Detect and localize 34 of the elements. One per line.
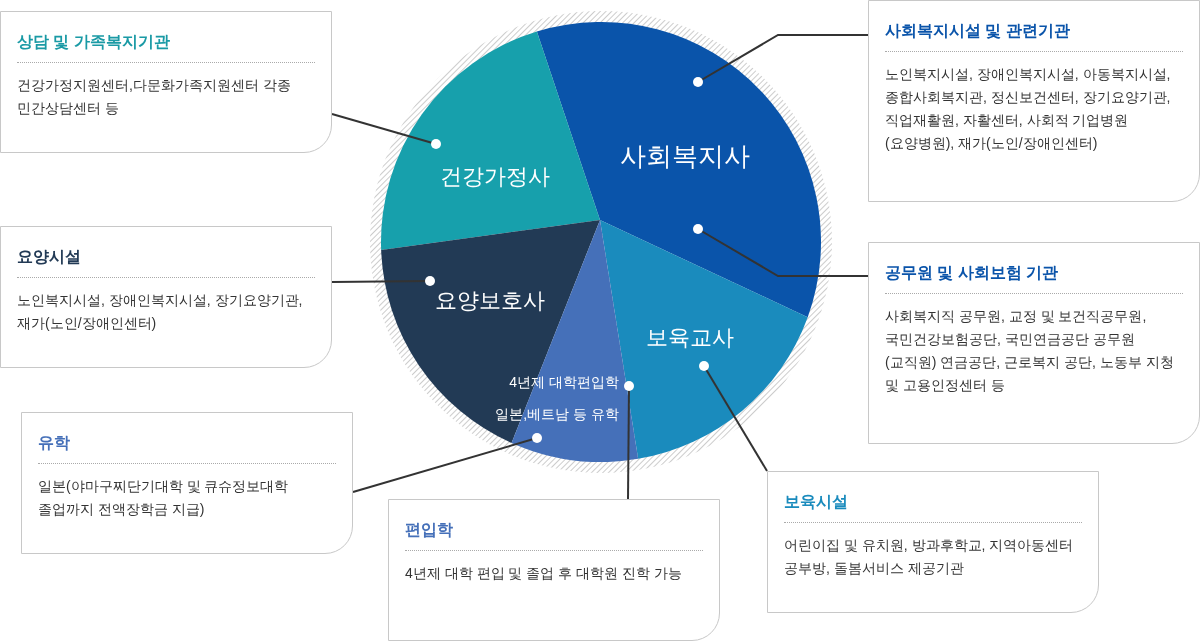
- leader-line: [693, 34, 869, 87]
- card-title: 사회복지시설 및 관련기관: [885, 21, 1070, 41]
- card-text: 노인복지시설, 장애인복지시설, 장기요양기관, 재가(노인/장애인센터): [17, 291, 304, 333]
- card-text: 어린이집 및 유치원, 방과후학교, 지역아동센터 공부방, 돌봄서비스 제공기관: [784, 536, 1075, 578]
- leader-line: [699, 361, 768, 472]
- card-title: 편입학: [405, 520, 453, 540]
- slice-label: 건강가정사: [440, 163, 550, 191]
- leader-line: [331, 276, 435, 286]
- card-title: 보육시설: [784, 492, 848, 512]
- slice-label: 요양보호사: [435, 287, 545, 315]
- leader-line: [331, 113, 441, 149]
- card-text: 건강가정지원센터,다문화가족지원센터 각종 민간상담센터 등: [17, 76, 292, 118]
- info-card: [0, 11, 332, 153]
- info-card: [388, 499, 720, 641]
- card-title: 요양시설: [17, 247, 81, 267]
- slice-label: 보육교사: [646, 324, 734, 352]
- slice-label: 일본,베트남 등 유학: [495, 405, 619, 423]
- card-text: 일본(야마구찌단기대학 및 큐슈정보대학 졸업까지 전액장학금 지급): [38, 477, 290, 519]
- slice-label: 4년제 대학편입학: [509, 373, 619, 391]
- card-text: 사회복지직 공무원, 교정 및 보건직공무원, 국민건강보험공단, 국민연금공단 공무원(교직원) 연금공단, 근로복지 공단, 노동부 지청 및 고용인정센터 등: [885, 307, 1175, 395]
- info-card: [868, 242, 1200, 444]
- card-text: 4년제 대학 편입 및 졸업 후 대학원 진학 가능: [405, 564, 683, 583]
- leader-line: [693, 224, 869, 277]
- card-title: 공무원 및 사회보험 기관: [885, 263, 1059, 283]
- info-card: [868, 0, 1200, 202]
- info-card: [0, 226, 332, 368]
- info-card: [767, 471, 1099, 613]
- info-card: [21, 412, 353, 554]
- slice-label: 사회복지사: [620, 141, 750, 173]
- card-text: 노인복지시설, 장애인복지시설, 아동복지시설, 종합사회복지관, 정신보건센터, 장기요양기관, 직업재활원, 자활센터, 사회적 기업병원(요양병원), 재가(노인/장애인센터): [885, 65, 1172, 153]
- card-title: 상담 및 가족복지기관: [17, 32, 170, 52]
- leader-line: [352, 433, 542, 493]
- leader-line: [624, 381, 634, 500]
- card-title: 유학: [38, 433, 70, 453]
